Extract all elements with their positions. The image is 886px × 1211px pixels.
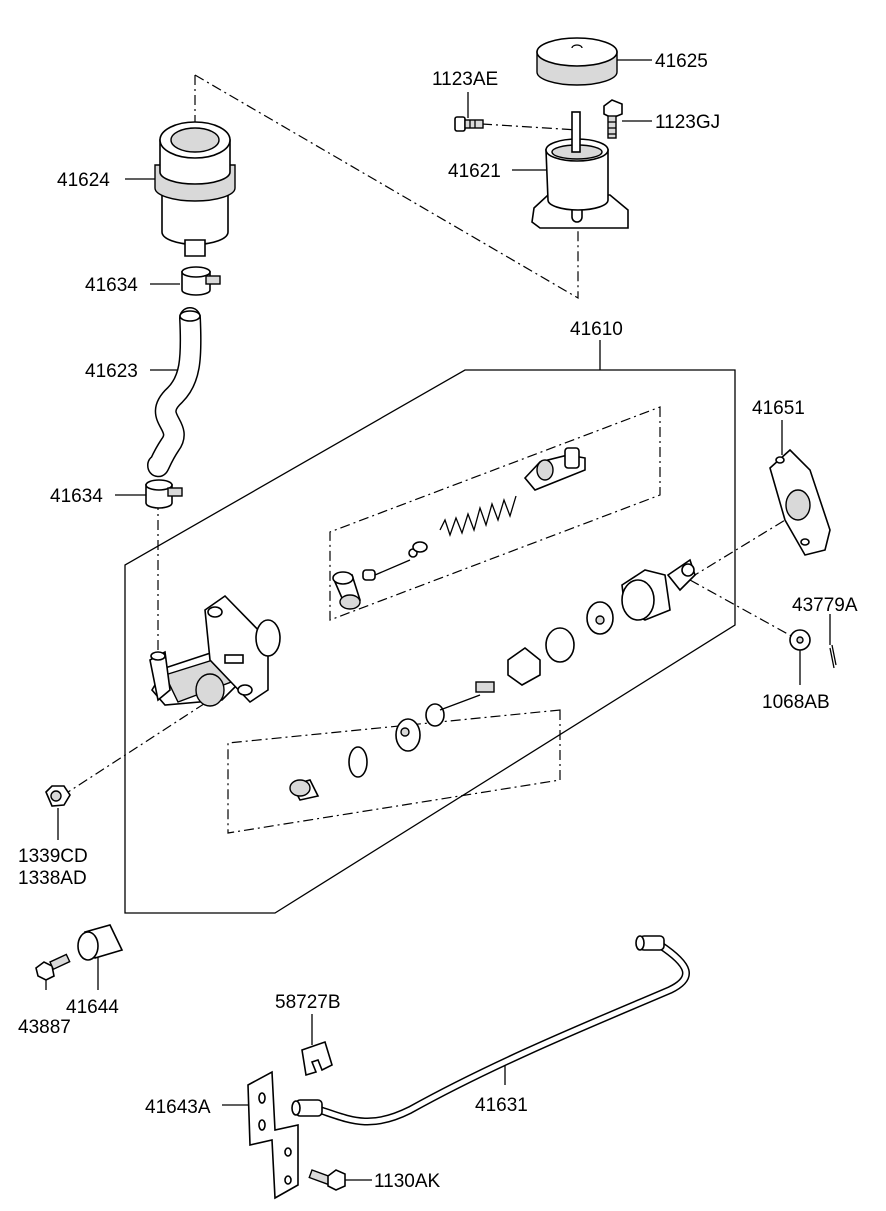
label-41621: 41621 <box>448 161 501 182</box>
gasket <box>769 448 831 556</box>
retaining-clip <box>301 1040 333 1077</box>
label-41631: 41631 <box>475 1095 528 1116</box>
fluid-reservoir <box>154 121 236 257</box>
screw-1123AE <box>454 116 484 132</box>
label-41643A: 41643A <box>145 1097 211 1118</box>
label-41634-upper: 41634 <box>85 275 138 296</box>
label-41644: 41644 <box>66 997 119 1018</box>
label-1339CD: 1339CD <box>18 846 88 867</box>
label-41651: 41651 <box>752 398 805 419</box>
label-41623: 41623 <box>85 361 138 382</box>
label-43779A: 43779A <box>792 595 858 616</box>
hose-clamp-lower <box>145 479 183 509</box>
label-41624: 41624 <box>57 170 110 191</box>
bushing <box>77 924 124 961</box>
internal-parts-lower <box>289 558 696 801</box>
label-41634-lower: 41634 <box>50 486 103 507</box>
internal-parts-upper <box>332 447 586 610</box>
label-1123AE: 1123AE <box>432 69 498 90</box>
internal-parts-dashed-box-lower <box>227 709 561 834</box>
internal-parts-dashed-box-upper <box>329 406 661 621</box>
label-58727B: 58727B <box>275 992 341 1013</box>
leader-lines <box>45 59 831 1181</box>
label-41610: 41610 <box>570 319 623 340</box>
washer <box>789 629 811 651</box>
clutch-pipe <box>291 935 690 1126</box>
label-1338AD: 1338AD <box>18 868 87 889</box>
bolt-1123GJ <box>603 99 623 139</box>
label-1068AB: 1068AB <box>762 692 830 713</box>
hose-clamp-upper <box>181 266 221 296</box>
pipe-bracket <box>247 1070 299 1200</box>
flange-nut <box>45 785 71 807</box>
label-43887: 43887 <box>18 1017 71 1038</box>
reservoir-cap <box>536 37 618 86</box>
bolt-43887 <box>35 953 71 981</box>
connection-lines <box>61 74 796 797</box>
part-number-labels: 41625 1123AE 1123GJ 41621 41624 41634 41… <box>18 51 858 1192</box>
cotter-pin <box>829 644 837 669</box>
reservoir-bracket <box>531 111 629 229</box>
label-1123GJ: 1123GJ <box>655 112 720 133</box>
master-cylinder-body <box>149 594 281 707</box>
label-41625: 41625 <box>655 51 708 72</box>
reservoir-hose <box>147 307 202 478</box>
bolt-1130AK <box>308 1169 346 1191</box>
assembly-41610-outline <box>124 369 736 914</box>
label-1130AK: 1130AK <box>374 1171 441 1192</box>
